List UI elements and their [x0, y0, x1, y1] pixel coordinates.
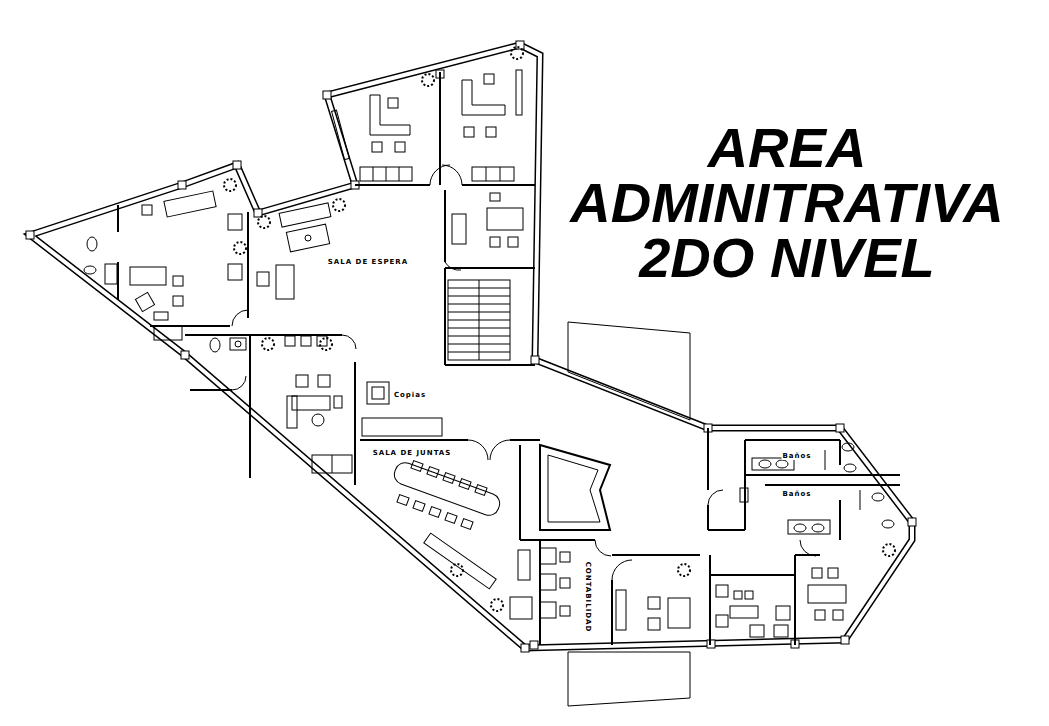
room-label: Copias — [393, 391, 427, 399]
room-label: SALA DE ESPERA — [327, 258, 409, 266]
room-label: Baños — [781, 490, 812, 498]
room-label: CONTABILIDAD — [584, 561, 592, 634]
plan-title: AREA ADMINITRATIVA 2DO NIVEL — [552, 120, 1022, 285]
room-label: Baños — [781, 452, 812, 460]
room-label: SALA DE JUNTAS — [372, 449, 453, 457]
